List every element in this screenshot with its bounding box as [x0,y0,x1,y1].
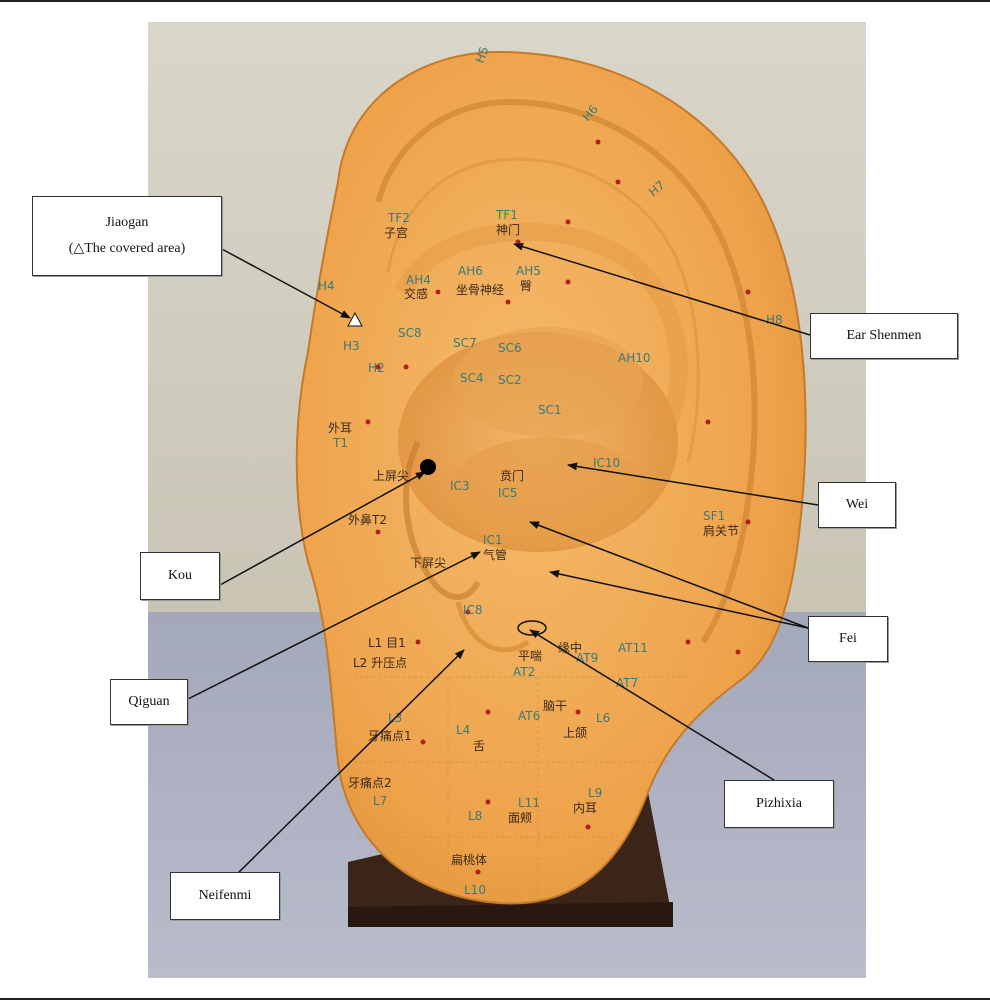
neifenmi-label: Neifenmi [170,872,280,920]
model-ic10: IC10 [593,456,620,470]
model-pingchuan: 平喘 [518,649,542,663]
model-t1: T1 [332,436,348,450]
arrow-ear-shenmen [513,242,811,336]
model-h2: H2 [368,361,385,375]
model-l10: L10 [464,883,486,897]
model-l9: L9 [588,786,602,800]
model-t1-cn: 外耳 [328,421,352,435]
model-xiaping: 下屏尖 [410,556,446,570]
model-tf1: TF1 [495,208,518,222]
model-shangping: 上屏尖 [373,469,409,483]
model-bianta: 扁桃体 [451,852,487,867]
model-ic5-cn: 贲门 [500,468,524,483]
model-sc8: SC8 [398,326,422,340]
arrow-neifenmi [234,649,465,877]
wei-label-text: Wei [845,497,869,512]
model-tf1-cn: 神门 [496,222,520,237]
model-sc6: SC6 [498,341,522,355]
qiguan-label-text: Qiguan [128,694,170,709]
model-l7-cn: 牙痛点2 [348,775,392,790]
arrow-pizhixia [529,629,775,781]
model-ah4: AH4 [406,273,431,287]
model-at11: AT11 [618,641,648,655]
model-ah6: AH6 [458,264,483,278]
model-t2: 外鼻T2 [348,512,387,527]
jiaogan-label-line1: Jiaogan [105,215,149,230]
qiguan-label: Qiguan [110,679,188,725]
kou-label: Kou [140,552,220,600]
model-ah6-cn: 坐骨神经 [456,283,504,297]
model-at6: AT6 [518,709,540,723]
pizhixia-circle-marker [517,620,547,636]
model-shange: 上颌 [563,725,587,740]
arrow-fei-1 [529,521,809,629]
model-sc7: SC7 [453,336,477,350]
wei-label: Wei [818,482,896,528]
pizhixia-label: Pizhixia [724,780,834,828]
model-sf1-cn: 肩关节 [703,523,739,538]
fei-label: Fei [808,616,888,662]
kou-label-text: Kou [167,568,193,583]
model-l11-cn: 面颊 [508,811,532,825]
ear-shenmen-label: Ear Shenmen [810,313,958,359]
arrow-kou [219,471,426,586]
model-h3: H3 [343,339,360,353]
model-tf2-cn: 子宫 [384,225,408,240]
model-l11: L11 [518,796,540,810]
model-l9-cn: 内耳 [573,801,597,815]
model-l3-cn: 牙痛点1 [368,728,412,743]
model-l1: L1 目1 [368,636,406,650]
arrow-wei [567,462,819,506]
model-ah10: AH10 [618,351,651,365]
arrow-qiguan [185,551,481,701]
model-l6: L6 [596,711,610,725]
model-ah5: AH5 [516,264,541,278]
model-ic3: IC3 [450,479,470,493]
model-l4: L4 [456,723,470,737]
model-h5: H5 [473,45,492,65]
model-sc1: SC1 [538,403,562,417]
fei-label-text: Fei [839,631,857,646]
model-sf1: SF1 [703,509,725,523]
jiaogan-label-line2: (△The covered area) [68,241,186,256]
model-at2: AT2 [513,665,535,679]
model-ah4-cn: 交感 [404,286,428,301]
ear-shenmen-label-text: Ear Shenmen [846,328,922,343]
model-l7: L7 [373,794,387,808]
model-sc2: SC2 [498,373,522,387]
model-sc4: SC4 [460,371,484,385]
model-l2: L2 升压点 [353,656,407,670]
model-l8: L8 [468,809,482,823]
model-h4: H4 [318,279,335,293]
model-ic8: IC8 [463,603,483,617]
arrow-jiaogan [219,247,351,319]
pizhixia-label-text: Pizhixia [756,796,802,811]
model-tf2: TF2 [387,211,410,225]
model-naogan: 脑干 [543,699,567,713]
bottom-frame-line [0,998,990,1000]
jiaogan-label: Jiaogan (△The covered area) [32,196,222,276]
arrow-fei-2 [549,570,809,629]
model-ah5-cn: 臀 [520,279,532,293]
model-ic1-cn: 气管 [483,547,507,562]
model-ic5: IC5 [498,486,518,500]
jiaogan-triangle-marker [347,311,363,327]
neifenmi-label-text: Neifenmi [198,888,252,903]
kou-dot-marker [420,459,436,475]
model-l4-cn: 舌 [473,739,485,753]
top-frame-line [0,0,990,2]
model-ic1: IC1 [483,533,503,547]
